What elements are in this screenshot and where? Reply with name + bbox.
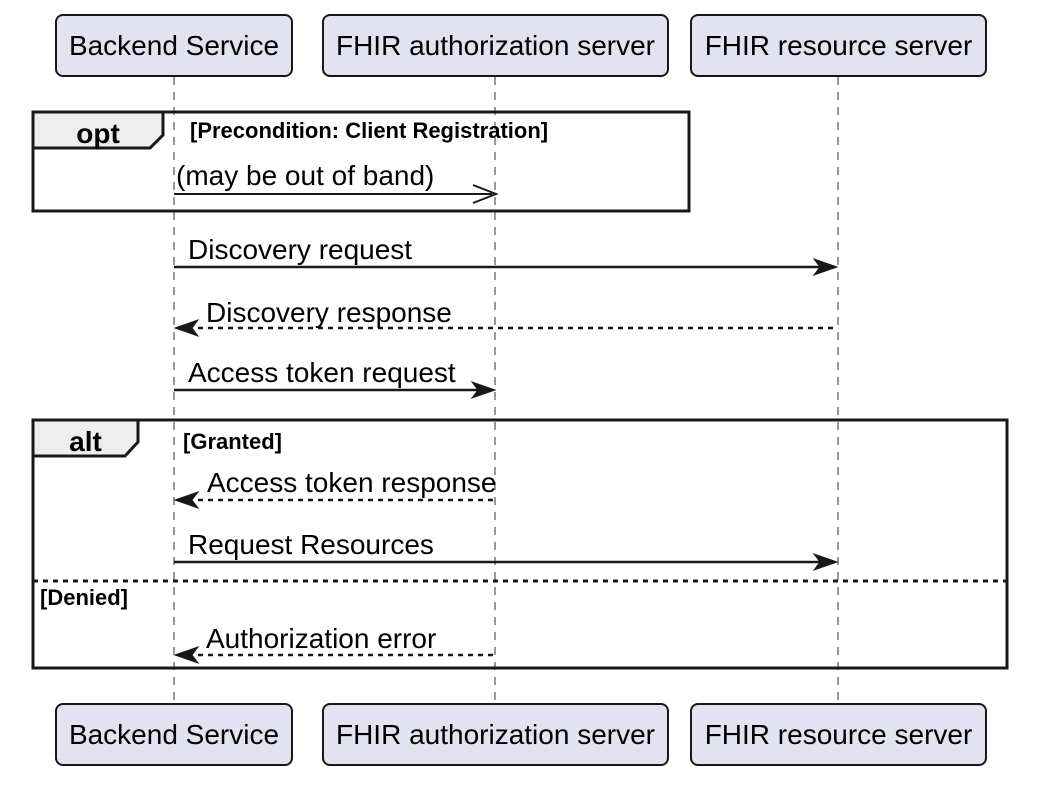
participant-fhir-authorization-server-bottom: FHIR authorization server <box>322 703 669 766</box>
message-label-authorization-error: Authorization error <box>206 623 437 654</box>
message-arrow-access-token-response <box>173 490 495 510</box>
alt-fragment-border <box>31 418 1009 670</box>
participant-fhir-resource-server-bottom: FHIR resource server <box>690 703 987 766</box>
opt-fragment-operator-label: opt <box>76 118 120 149</box>
filled-arrowhead-icon <box>812 552 839 572</box>
open-arrowhead-icon <box>472 184 499 204</box>
message-arrow-discovery-request <box>174 257 839 277</box>
alt-fragment-header-pentagon <box>31 418 140 458</box>
participant-fhir-resource-server-top: FHIR resource server <box>690 14 987 77</box>
participant-backend-service-top: Backend Service <box>55 14 293 77</box>
opt-fragment-border <box>31 110 691 213</box>
filled-arrowhead-icon <box>470 380 497 400</box>
message-label-request-resources: Request Resources <box>188 529 434 560</box>
message-label-may-be-out-of-band: (may be out of band) <box>176 160 435 191</box>
message-arrow-authorization-error <box>173 645 495 665</box>
message-arrow-access-token-request <box>174 380 497 400</box>
alt-guard-granted: [Granted] <box>183 429 282 454</box>
filled-arrowhead-icon <box>812 257 839 277</box>
alt-guard-denied: [Denied] <box>40 585 128 610</box>
filled-arrowhead-icon <box>173 490 200 510</box>
message-arrow-discovery-response <box>173 318 838 338</box>
opt-fragment-header-pentagon <box>31 110 165 150</box>
message-label-access-token-response: Access token response <box>207 467 497 498</box>
filled-arrowhead-icon <box>173 318 200 338</box>
alt-fragment-operator-label: alt <box>69 426 102 457</box>
participant-fhir-authorization-server-top: FHIR authorization server <box>322 14 669 77</box>
message-label-discovery-response: Discovery response <box>206 297 452 328</box>
message-label-access-token-request: Access token request <box>188 357 456 388</box>
participant-backend-service-bottom: Backend Service <box>55 703 293 766</box>
message-arrow-may-be-out-of-band <box>174 184 499 204</box>
opt-guard-precondition: [Precondition: Client Registration] <box>190 118 549 143</box>
message-label-discovery-request: Discovery request <box>188 234 413 265</box>
message-arrow-request-resources <box>174 552 839 572</box>
filled-arrowhead-icon <box>173 645 200 665</box>
